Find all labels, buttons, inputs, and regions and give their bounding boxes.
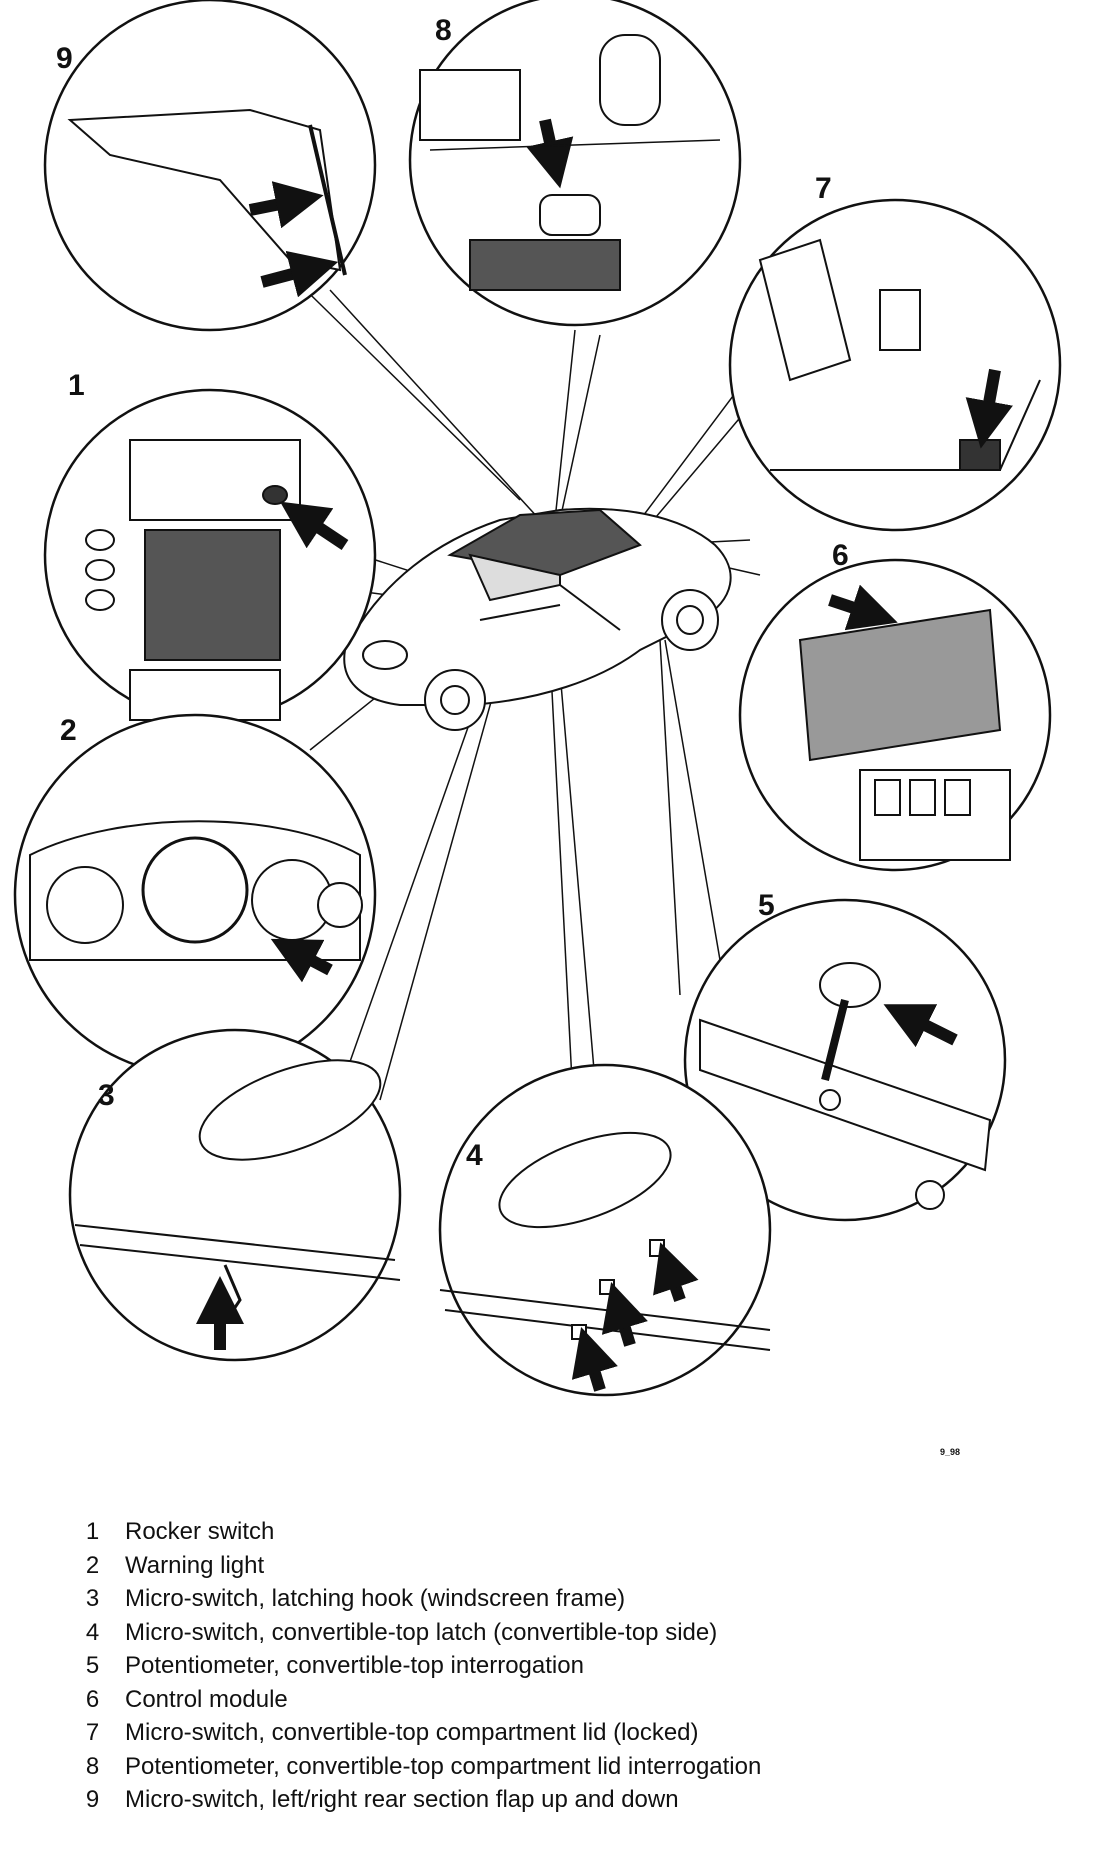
legend-row: 1 Rocker switch: [60, 1518, 1060, 1552]
legend-number: 5: [85, 1652, 100, 1679]
legend-number: 2: [85, 1551, 100, 1579]
legend-row: 9 Micro-switch, left/right rear section …: [60, 1786, 1060, 1820]
detail-circle-7: [728, 198, 1062, 532]
legend: 1 Rocker switch 2 Warning light 3 Micro-…: [60, 1518, 1060, 1820]
callout-numbers: 9 8 7 1 6 2 5 3 4 9_98: [56, 14, 960, 1457]
detail-circle-8: [408, 0, 742, 327]
legend-row: 5 Potentiometer, convertible-top interro…: [60, 1652, 1060, 1686]
legend-row: 4 Micro-switch, convertible-top latch (c…: [60, 1619, 1060, 1653]
legend-text: Micro-switch, latching hook (windscreen …: [125, 1585, 626, 1612]
detail-circle-1: [43, 388, 377, 722]
reference-code: 9_98: [940, 1447, 960, 1457]
legend-text: Warning light: [125, 1551, 265, 1579]
detail-circle-9: [43, 0, 377, 332]
legend-row: 2 Warning light: [60, 1552, 1060, 1586]
callout-3: 3: [98, 1079, 115, 1112]
callout-5: 5: [758, 889, 775, 922]
legend-number: 8: [85, 1752, 100, 1780]
legend-number: 6: [85, 1685, 100, 1713]
callout-1: 1: [68, 369, 85, 402]
legend-number: 4: [85, 1618, 100, 1646]
legend-text: Rocker switch: [125, 1518, 275, 1545]
legend-number: 7: [85, 1719, 100, 1746]
legend-row: 8 Potentiometer, convertible-top compart…: [60, 1753, 1060, 1787]
legend-number: 3: [85, 1585, 100, 1612]
detail-circle-6: [738, 558, 1052, 872]
component-location-diagram: 9 8 7 1 6 2 5 3 4 9_98: [13, 0, 1062, 1457]
detail-circle-4: [438, 1063, 772, 1397]
legend-row: 7 Micro-switch, convertible-top compartm…: [60, 1719, 1060, 1753]
legend-row: 6 Control module: [60, 1686, 1060, 1720]
legend-text: Micro-switch, convertible-top latch (con…: [125, 1618, 718, 1646]
legend-row: 3 Micro-switch, latching hook (windscree…: [60, 1585, 1060, 1619]
legend-number: 1: [85, 1518, 100, 1545]
detail-circle-5: [683, 898, 1007, 1222]
legend-text: Micro-switch, left/right rear section fl…: [125, 1786, 679, 1813]
callout-8: 8: [435, 14, 452, 47]
callout-4: 4: [466, 1139, 483, 1172]
car-illustration: [343, 507, 732, 731]
detail-circle-3: [68, 1028, 402, 1362]
legend-number: 9: [85, 1786, 100, 1813]
legend-text: Potentiometer, convertible-top interroga…: [125, 1652, 584, 1679]
callout-9: 9: [56, 42, 73, 75]
legend-text: Potentiometer, convertible-top compartme…: [125, 1752, 762, 1780]
callout-7: 7: [815, 172, 832, 205]
detail-circle-2: [13, 713, 377, 1077]
legend-text: Micro-switch, convertible-top compartmen…: [125, 1719, 699, 1746]
callout-6: 6: [832, 539, 849, 572]
legend-text: Control module: [125, 1685, 288, 1713]
callout-2: 2: [60, 714, 77, 747]
